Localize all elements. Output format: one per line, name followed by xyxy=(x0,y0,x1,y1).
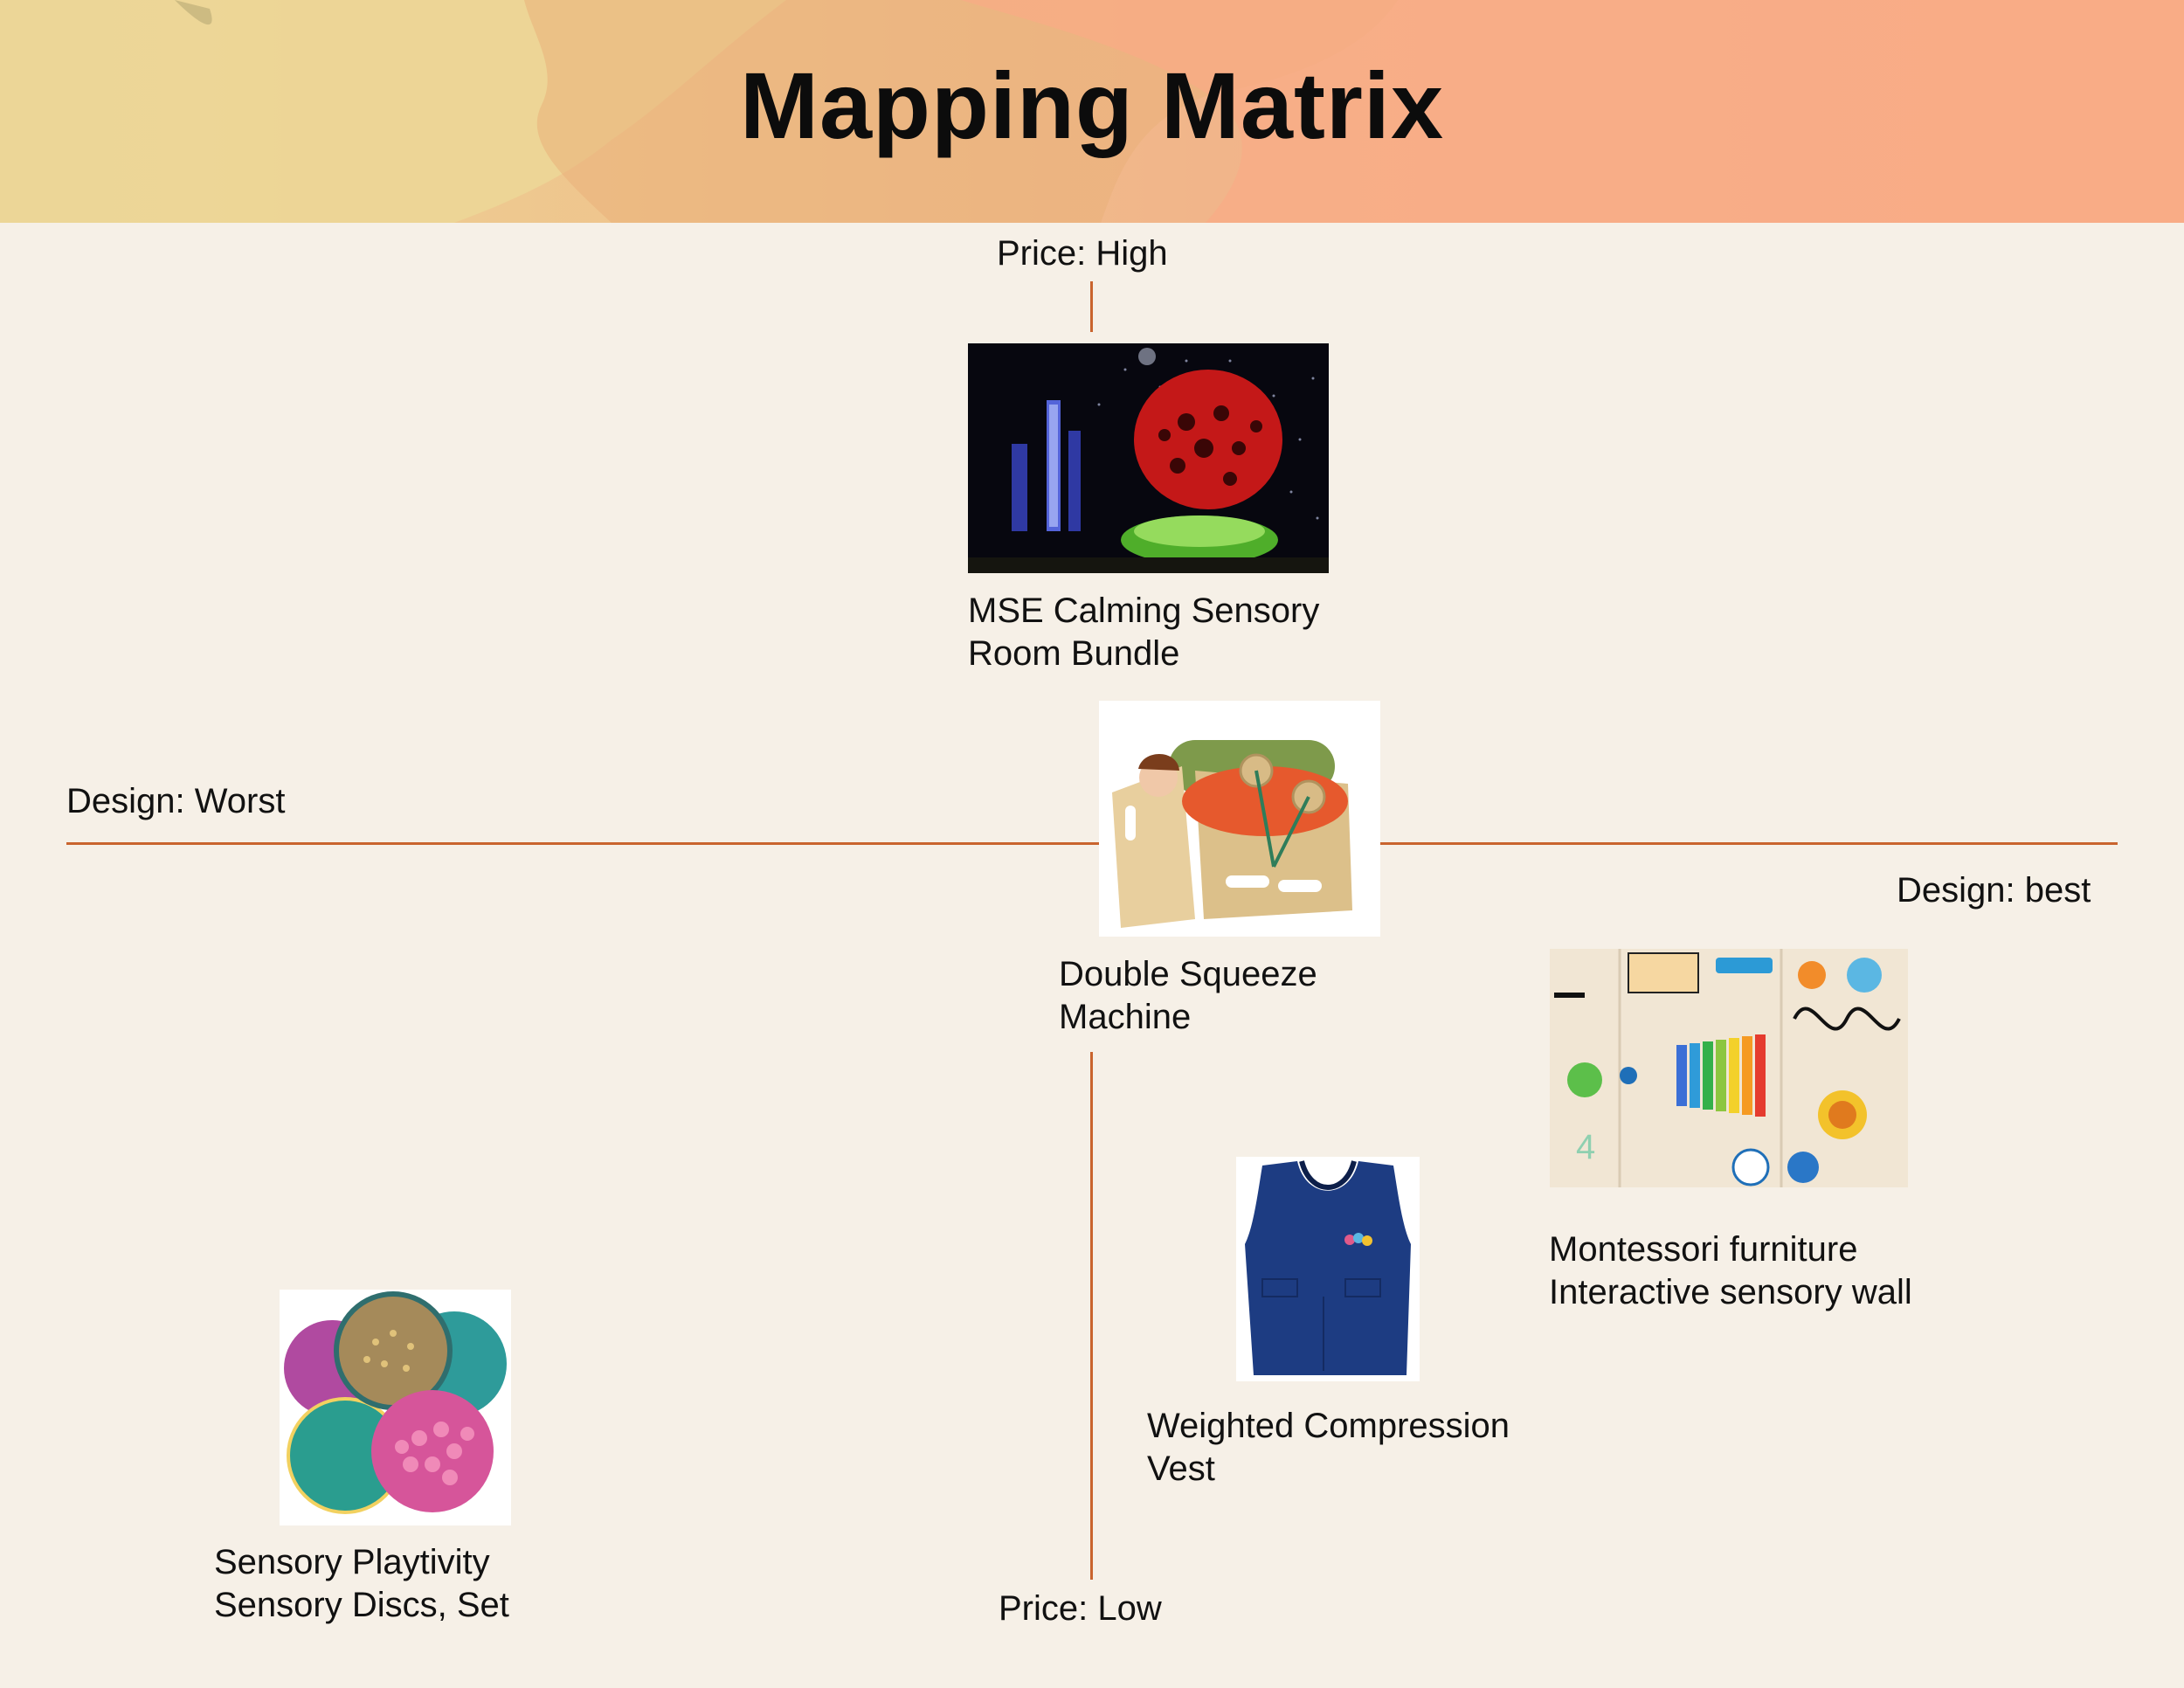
sensory-discs-image xyxy=(280,1290,511,1525)
item-label-double-squeeze-line2: Machine xyxy=(1059,998,1192,1036)
item-label-montessori-line2: Interactive sensory wall xyxy=(1549,1273,1912,1311)
item-label-sensory-discs-line2: Sensory Discs, Set xyxy=(214,1586,509,1624)
item-label-montessori-line1: Montessori furniture xyxy=(1549,1230,1858,1269)
item-label-double-squeeze-line1: Double Squeeze xyxy=(1059,955,1317,993)
item-label-mse-calming-line1: MSE Calming Sensory xyxy=(968,591,1320,630)
weighted-vest-image xyxy=(1236,1157,1420,1381)
sensory-room-image xyxy=(968,343,1329,573)
item-label-sensory-discs-line1: Sensory Playtivity xyxy=(214,1543,490,1581)
axis-label-design-best: Design: best xyxy=(1897,871,2091,910)
axis-label-price-low: Price: Low xyxy=(999,1589,1162,1628)
item-label-weighted-vest-line1: Weighted Compression xyxy=(1147,1407,1510,1445)
vertical-axis-top xyxy=(1090,281,1093,332)
horizontal-axis-right xyxy=(1380,842,2118,845)
item-label-mse-calming-line2: Room Bundle xyxy=(968,634,1180,673)
axis-label-design-worst: Design: Worst xyxy=(66,782,286,820)
header-banner: Mapping Matrix xyxy=(0,0,2184,223)
axis-label-price-high: Price: High xyxy=(997,234,1168,273)
sensory-wall-image: 4 xyxy=(1550,949,1908,1187)
header-background-shapes xyxy=(0,0,2184,223)
vertical-axis-bottom xyxy=(1090,1052,1093,1580)
wall-number-glyph: 4 xyxy=(1576,1128,1595,1166)
page-title: Mapping Matrix xyxy=(739,52,1445,158)
item-label-weighted-vest-line2: Vest xyxy=(1147,1449,1215,1488)
double-squeeze-machine-image xyxy=(1099,701,1380,937)
horizontal-axis-left xyxy=(66,842,1099,845)
